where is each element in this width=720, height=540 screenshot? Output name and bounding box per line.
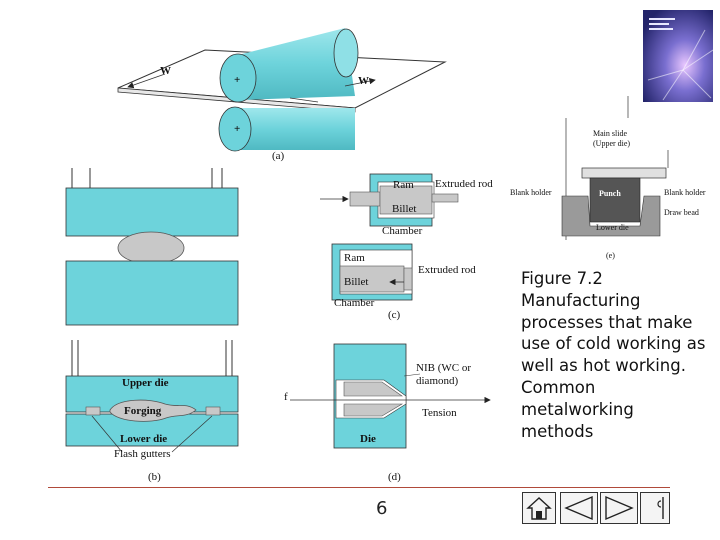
- panel-c2-chamber: Chamber: [334, 297, 375, 309]
- home-button[interactable]: [522, 492, 556, 524]
- panel-e-deep-drawing: Punch Main slide(Upper die) Blank holder…: [510, 96, 706, 260]
- panel-a-label: (a): [272, 150, 285, 162]
- panel-c2-ram: Ram: [344, 252, 365, 264]
- forging-part: [109, 399, 197, 422]
- book-cover-image: [643, 10, 714, 102]
- panel-e-blank-holder-right: Blank holder: [664, 188, 706, 197]
- workpiece: [117, 231, 185, 265]
- panel-a-w-left: W: [160, 65, 171, 77]
- next-button[interactable]: [600, 492, 638, 524]
- panel-e-draw-bead: Draw bead: [664, 208, 699, 217]
- end-icon: [657, 497, 664, 519]
- panel-e-punch: Punch: [599, 189, 621, 198]
- top-roll: [238, 28, 355, 100]
- punch: [589, 177, 641, 223]
- panel-c-ram: Ram: [393, 179, 414, 191]
- end-button[interactable]: [640, 492, 670, 524]
- figure-caption: Figure 7.2 Manufacturing processes that …: [521, 269, 706, 441]
- panel-b-upper-die: Upper die: [122, 377, 169, 389]
- panel-c-extruded-rod: Extruded rod: [435, 178, 493, 190]
- panel-d-label: (d): [388, 471, 401, 483]
- panel-c2-extruded-rod: Extruded rod: [418, 264, 476, 276]
- panel-c-top-extrusion: Ram Extruded rod Billet Chamber: [320, 173, 493, 237]
- panel-d-tension: Tension: [422, 407, 457, 419]
- panel-c-billet: Billet: [392, 203, 416, 215]
- panel-c-chamber: Chamber: [382, 225, 423, 237]
- triangle-left-icon: [564, 495, 593, 521]
- triangle-right-icon: [605, 495, 634, 521]
- panel-e-main-slide: Main slide(Upper die): [593, 129, 630, 148]
- panel-a-w-right: W: [358, 75, 369, 87]
- panel-d-force-mark: f: [284, 391, 288, 403]
- panel-d-die: Die: [360, 433, 376, 445]
- lower-die-block: [561, 195, 661, 237]
- previous-button[interactable]: [560, 492, 598, 524]
- panel-b-lower-die: Lower die: [120, 433, 167, 445]
- panel-a-rolling: W W + + (a): [117, 28, 447, 162]
- footer-rule: [48, 487, 670, 488]
- panel-b-open-die: [65, 168, 239, 326]
- panel-c-label: (c): [388, 309, 401, 321]
- panel-c2-billet: Billet: [344, 276, 368, 288]
- panel-b-label: (b): [148, 471, 161, 483]
- panel-c-indirect-extrusion: Ram Extruded rod Billet Chamber (c): [331, 243, 476, 321]
- book-cover-art: [643, 10, 714, 102]
- bottom-roll: [235, 108, 355, 150]
- panel-e-blank-holder-left: Blank holder: [510, 188, 552, 197]
- page-number: 6: [376, 498, 388, 519]
- panel-b-forging: Forging: [124, 405, 162, 417]
- panel-a-plus-bottom: +: [234, 123, 240, 135]
- panel-b-forging: Upper die Forging Lower die Flash gutter…: [65, 340, 239, 483]
- panel-a-plus-top: +: [234, 74, 240, 86]
- panel-b-flash-gutters: Flash gutters: [114, 448, 171, 460]
- panel-e-lower-die: Lower die: [596, 223, 629, 232]
- home-icon: [526, 497, 552, 520]
- panel-e-label: (e): [606, 251, 615, 260]
